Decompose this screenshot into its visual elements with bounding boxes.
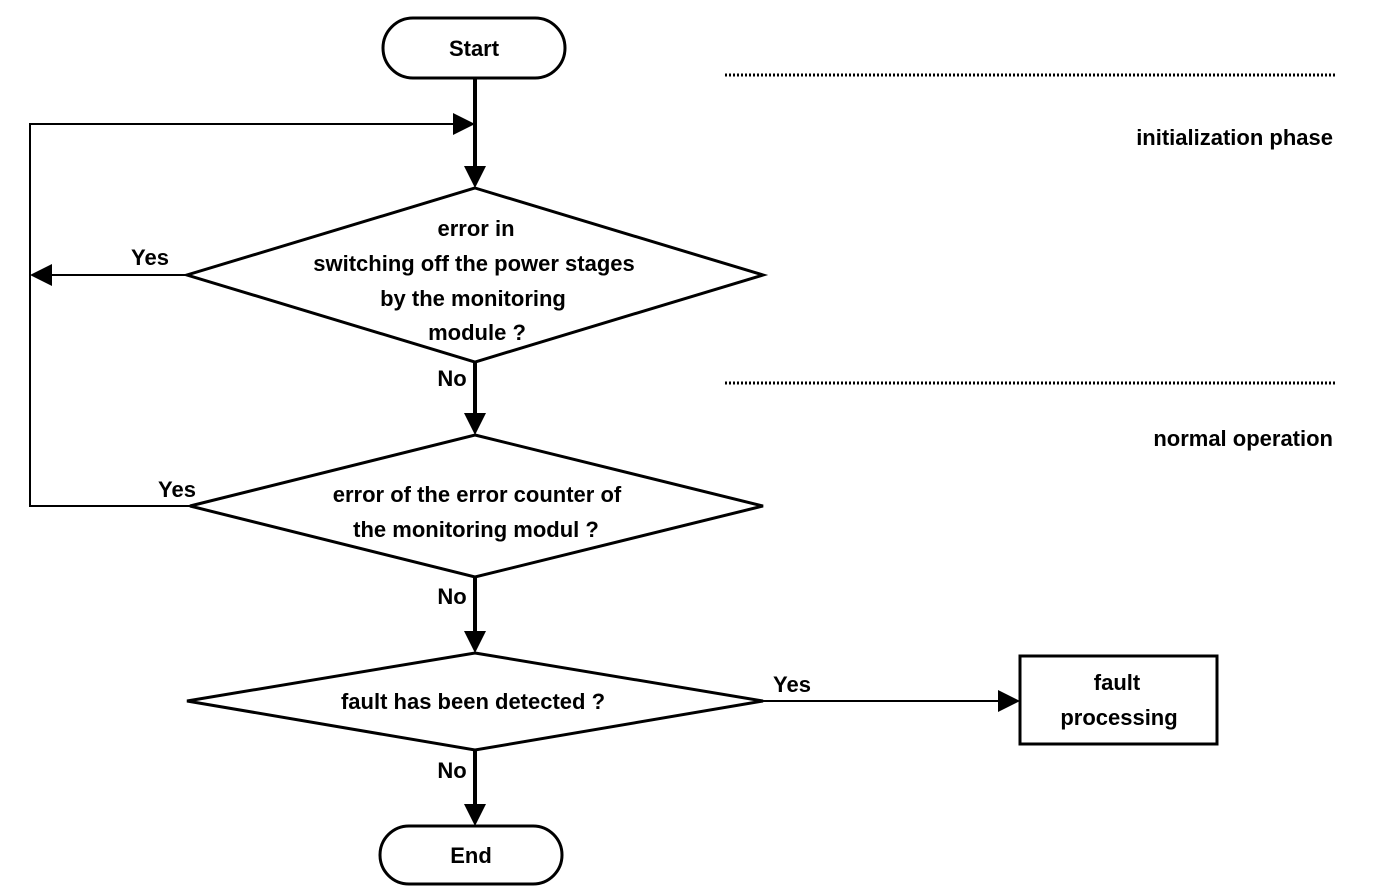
- arrowhead-loop-back: [453, 113, 475, 135]
- end-label: End: [450, 843, 492, 868]
- phase-label-normal-operation: normal operation: [1153, 426, 1333, 451]
- decision-2-line-1: error of the error counter of: [333, 482, 622, 507]
- decision-2-no-label: No: [437, 584, 466, 609]
- decision-1-line-1: error in: [437, 216, 514, 241]
- arrowhead-decision-2-in: [464, 413, 486, 435]
- decision-2-line-2: the monitoring modul ?: [353, 517, 599, 542]
- decision-1-line-4: module ?: [428, 320, 526, 345]
- fault-processing-box: [1018, 654, 1219, 746]
- phase-label-initialization: initialization phase: [1136, 125, 1333, 150]
- decision-3-no-label: No: [437, 758, 466, 783]
- end-terminal: [378, 824, 564, 886]
- start-label: Start: [449, 36, 500, 61]
- arrowhead-end-in: [464, 804, 486, 826]
- decision-1-no-label: No: [437, 366, 466, 391]
- decision-1-line-3: by the monitoring: [380, 286, 566, 311]
- arrowhead-decision-1-in: [464, 166, 486, 188]
- arrowhead-decision-1-yes: [30, 264, 52, 286]
- fault-processing-line-1: fault: [1094, 670, 1141, 695]
- arrowhead-decision-3-in: [464, 631, 486, 653]
- fault-processing-line-2: processing: [1060, 705, 1177, 730]
- decision-1-line-2: switching off the power stages: [313, 251, 634, 276]
- decision-3-line-1: fault has been detected ?: [341, 689, 605, 714]
- decision-2-yes-label: Yes: [158, 477, 196, 502]
- loop-back-line: [29, 123, 455, 507]
- arrowhead-fault-processing-in: [998, 690, 1020, 712]
- decision-1-yes-label: Yes: [131, 245, 169, 270]
- decision-3-yes-label: Yes: [773, 672, 811, 697]
